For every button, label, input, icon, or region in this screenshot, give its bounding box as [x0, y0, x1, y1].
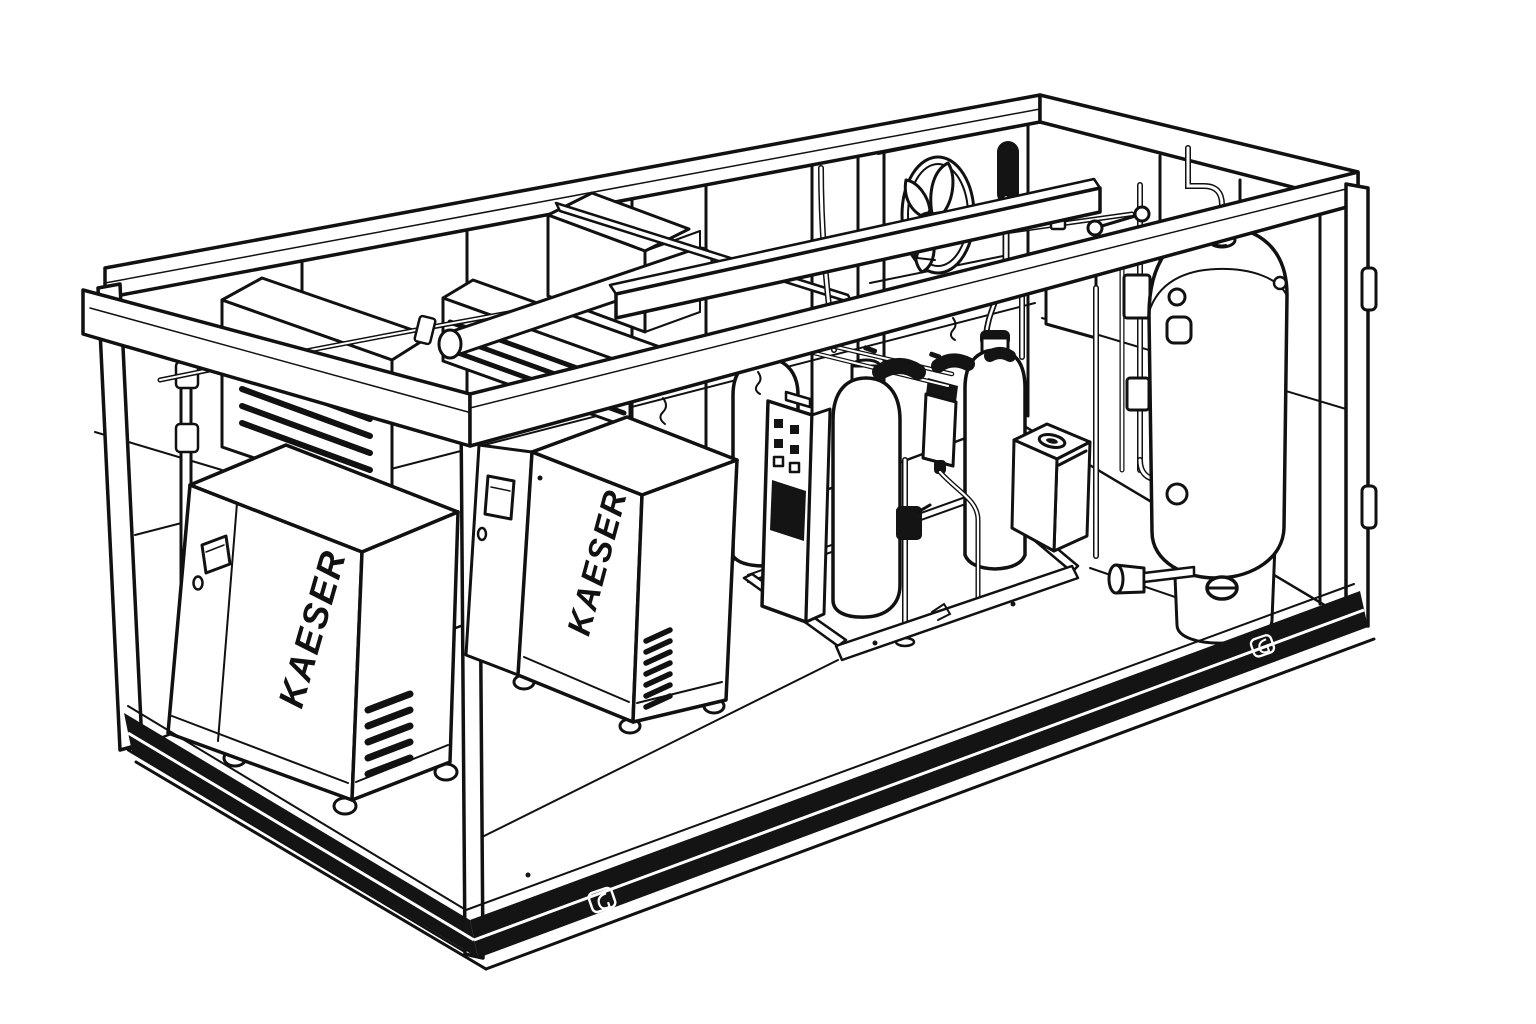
control-button — [774, 419, 783, 428]
forklift-marker — [587, 886, 617, 914]
control-button — [772, 455, 785, 468]
control-button — [774, 439, 783, 448]
control-button — [788, 461, 801, 474]
dryer-tower-right — [963, 330, 1027, 571]
door-latch — [476, 526, 488, 542]
forklift-marker — [1249, 634, 1276, 658]
pipe-mount — [1125, 376, 1151, 412]
receiver-port — [1165, 482, 1189, 506]
louver-vents — [643, 627, 673, 710]
dryer-tower-mid — [831, 358, 902, 619]
valve-elbow — [984, 347, 1016, 362]
louver-vents — [364, 690, 414, 778]
corner-post-front-right — [1344, 182, 1378, 628]
receiver-port — [1165, 315, 1193, 345]
side-display — [483, 474, 516, 521]
rotary-screw-compressor-center: KAESER — [464, 415, 739, 735]
condensate-separator-box — [1010, 422, 1092, 553]
control-button — [790, 445, 799, 454]
corner-post-back-left — [96, 282, 144, 752]
skid-base — [124, 583, 1376, 971]
support-beam — [608, 177, 1102, 320]
fan-blade — [903, 178, 932, 220]
exhaust-silencer — [983, 141, 1019, 339]
hinge-tab — [1360, 266, 1378, 312]
hinge-tab — [1360, 484, 1378, 530]
top-frame-rear-rails — [103, 93, 1360, 300]
receiver-shell — [1147, 225, 1289, 580]
cable-hooks — [659, 317, 957, 425]
dryer-control-cabinet — [760, 390, 832, 624]
rotary-screw-compressor-left: KAESER — [166, 443, 460, 816]
top-frame-front-rails — [81, 170, 1360, 448]
fan-blade — [929, 161, 955, 216]
door-latch — [192, 575, 204, 591]
control-button — [790, 425, 799, 434]
valve-elbow — [872, 358, 926, 380]
drain-valve — [896, 506, 922, 540]
control-display — [770, 480, 806, 541]
receiver-port — [1272, 275, 1288, 291]
pipe-mount — [1122, 273, 1152, 320]
valve-elbow — [931, 353, 975, 373]
receiver-port — [1167, 287, 1187, 307]
pipe-clamp — [413, 314, 437, 346]
